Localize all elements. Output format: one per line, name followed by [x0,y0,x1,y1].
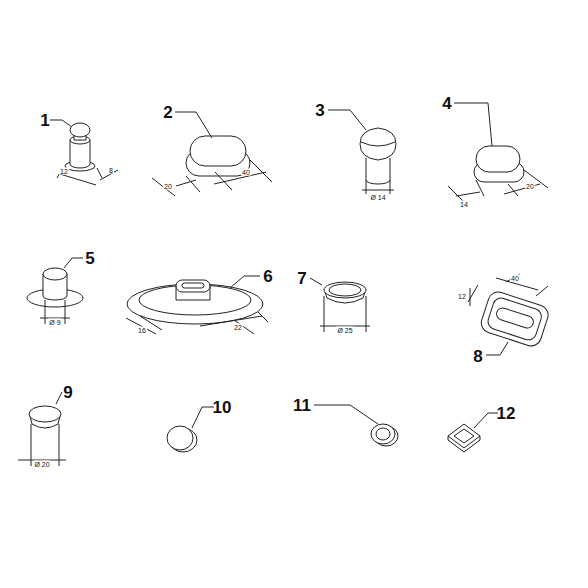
dimension-label: 16 [137,327,147,334]
dimension-label: Ø 20 [33,461,50,468]
part-11 [371,424,398,446]
part-5 [27,268,83,324]
dimension-label: Ø 14 [369,194,386,201]
dimension-label: 40 [241,169,251,176]
dimension-label: 12 [457,293,467,300]
dimension-label: 12 [59,168,69,175]
part-10 [167,426,197,452]
callout-number: 8 [473,348,482,365]
callout-number: 9 [63,384,72,401]
callout-number: 3 [315,102,324,119]
callout-number: 7 [297,270,306,287]
part-7 [320,282,370,332]
part-4 [448,146,548,203]
part-1 [57,123,118,185]
part-8 [479,289,551,348]
part-12 [448,424,480,452]
dimension-label: 8 [108,167,114,174]
callout-number: 4 [442,95,451,112]
dimension-label: 20 [525,183,535,190]
callout-number: 6 [263,268,272,285]
callout-number: 5 [85,250,94,267]
dimension-label: Ø 25 [336,327,353,334]
dimension-label: 40 [510,275,520,282]
part-9 [18,406,66,466]
part-6 [126,280,268,334]
callout-number: 10 [213,399,232,416]
part-2 [152,136,272,196]
callout-number: 12 [497,405,516,422]
part-3 [360,128,396,194]
dimension-label: 20 [163,183,173,190]
dimension-label: Ø 9 [48,319,61,326]
callout-number: 11 [293,397,311,414]
dimension-label: 22 [233,324,243,331]
callout-number: 2 [163,104,172,121]
dimension-label: 14 [459,201,469,208]
callout-number: 1 [40,112,49,129]
